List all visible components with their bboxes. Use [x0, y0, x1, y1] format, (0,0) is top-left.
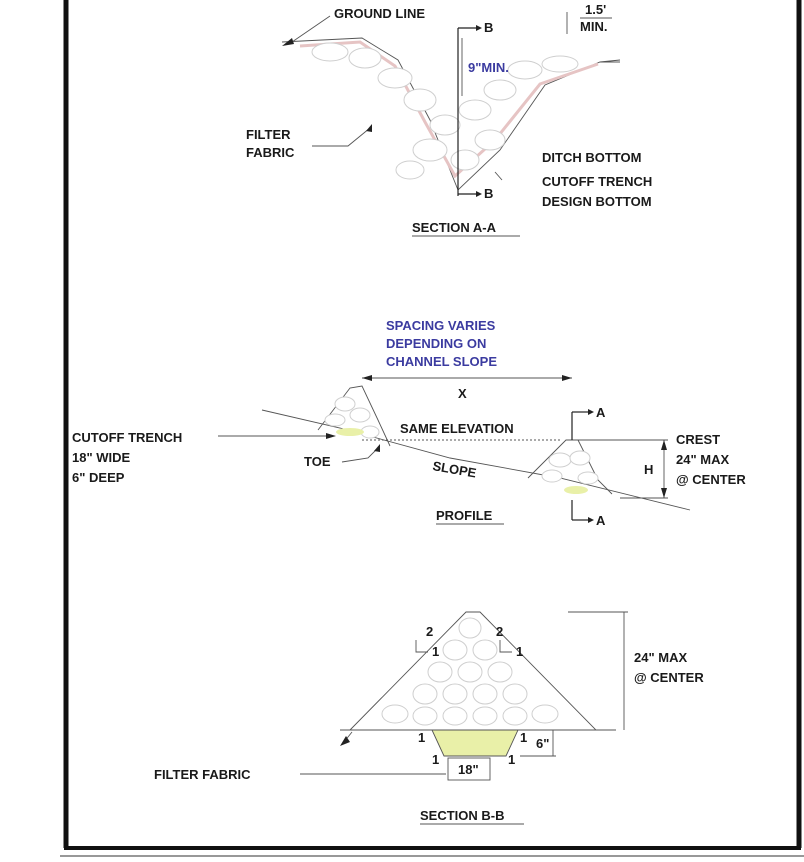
spacing-label-line3: CHANNEL SLOPE	[386, 354, 497, 369]
left-slope-rise: 2	[426, 624, 433, 639]
section-a-a: B B 9"MIN. GROUND LINE 1.5' MIN. FILTER …	[246, 2, 652, 237]
cutoff-trench-label: CUTOFF TRENCH	[542, 174, 652, 189]
cutoff-trench-downstream	[564, 486, 588, 494]
riprap-stones-b	[381, 617, 559, 726]
same-elevation-label: SAME ELEVATION	[400, 421, 514, 436]
ground-line-label: GROUND LINE	[334, 6, 425, 21]
crest-label-line3: @ CENTER	[676, 472, 746, 487]
a-bottom-label: A	[596, 513, 606, 528]
crest-label-line1: CREST	[676, 432, 720, 447]
cutoff-trench-label-line3: 6" DEEP	[72, 470, 125, 485]
section-b-title: SECTION B-B	[420, 808, 505, 823]
cutoff-trench-label-line2: 18" WIDE	[72, 450, 131, 465]
left-slope-run: 1	[432, 644, 439, 659]
filter-fabric-label-line1: FILTER	[246, 127, 291, 142]
ditch-bottom-label: DITCH BOTTOM	[542, 150, 641, 165]
filter-fabric-label-b: FILTER FABRIC	[154, 767, 251, 782]
h-label: H	[644, 462, 653, 477]
profile-title: PROFILE	[436, 508, 493, 523]
trench-width-label: 18"	[458, 762, 479, 777]
b-top-label: B	[484, 20, 493, 35]
trench-left-rise: 1	[418, 730, 425, 745]
max-height-label-line1: 24" MAX	[634, 650, 687, 665]
max-height-label-line2: @ CENTER	[634, 670, 704, 685]
toe-label: TOE	[304, 454, 331, 469]
b-bottom-label: B	[484, 186, 493, 201]
riprap-stones-profile-downstream	[541, 450, 599, 485]
spacing-label-line2: DEPENDING ON	[386, 336, 486, 351]
section-b-b: 2 1 2 1 24" MAX @ CENTER 1 1 1 1 6" 18" …	[154, 611, 704, 825]
crest-label-line2: 24" MAX	[676, 452, 729, 467]
trench-depth-label: 6"	[536, 736, 549, 751]
channel-slope-line	[261, 409, 691, 511]
design-bottom-label: DESIGN BOTTOM	[542, 194, 652, 209]
slope-denominator: MIN.	[580, 19, 607, 34]
cutoff-trench-upstream	[336, 428, 364, 436]
cutoff-trench-b	[431, 729, 519, 757]
riprap-stones-profile-upstream	[324, 396, 380, 439]
profile: SPACING VARIES DEPENDING ON CHANNEL SLOP…	[72, 318, 746, 528]
right-slope-run: 1	[516, 644, 523, 659]
depth-min-label: 9"MIN.	[468, 60, 509, 75]
trench-right-run: 1	[508, 752, 515, 767]
filter-fabric-label-line2: FABRIC	[246, 145, 295, 160]
trench-right-rise: 1	[520, 730, 527, 745]
a-top-label: A	[596, 405, 606, 420]
right-slope-rise: 2	[496, 624, 503, 639]
slope-numerator: 1.5'	[585, 2, 606, 17]
x-spacing-label: X	[458, 386, 467, 401]
trench-left-run: 1	[432, 752, 439, 767]
section-a-title: SECTION A-A	[412, 220, 497, 235]
cutoff-trench-label-line1: CUTOFF TRENCH	[72, 430, 182, 445]
spacing-label-line1: SPACING VARIES	[386, 318, 496, 333]
riprap-stones-a	[311, 42, 579, 180]
